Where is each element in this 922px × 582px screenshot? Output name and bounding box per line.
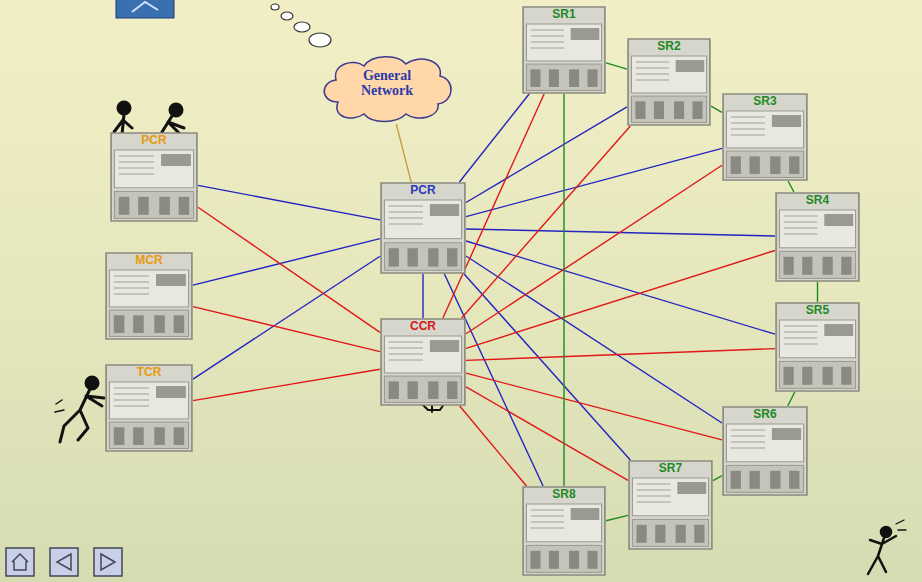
- link-line: [817, 282, 818, 302]
- link-line: [198, 207, 380, 332]
- node-label: SR4: [775, 192, 860, 207]
- control-room: TCR: [105, 364, 193, 452]
- link-line: [466, 256, 722, 423]
- node-label: SR2: [627, 38, 711, 53]
- node-label: SR5: [775, 302, 860, 317]
- link-line: [606, 63, 627, 69]
- node-label: PCR: [110, 132, 198, 147]
- station-router: SR1: [522, 6, 606, 94]
- network-cloud: General Network: [318, 52, 456, 124]
- link-line: [193, 369, 380, 400]
- link-line: [193, 256, 380, 379]
- logo-icon: [116, 0, 174, 18]
- link-line: [193, 307, 380, 352]
- node-label: SR6: [722, 406, 808, 421]
- station-router: SR4: [775, 192, 860, 282]
- cloud-label: General Network: [318, 52, 456, 99]
- link-line: [396, 124, 411, 182]
- link-line: [466, 241, 775, 334]
- station-router: SR3: [722, 93, 808, 181]
- backup-router: CCR: [380, 318, 466, 406]
- nav-buttons: [6, 548, 122, 576]
- station-router: SR5: [775, 302, 860, 392]
- node-label: TCR: [105, 364, 193, 379]
- logo-mark: [132, 2, 158, 12]
- link-line: [193, 239, 380, 285]
- node-label: SR7: [628, 460, 713, 475]
- link-line: [466, 387, 628, 481]
- link-line: [466, 373, 722, 440]
- node-label: SR1: [522, 6, 606, 21]
- link-line: [466, 250, 775, 348]
- waving-figure: [868, 520, 906, 574]
- link-line: [606, 515, 628, 520]
- control-room: MCR: [105, 252, 193, 340]
- station-router: SR8: [522, 486, 606, 576]
- link-line: [466, 107, 627, 203]
- link-line: [711, 106, 722, 112]
- station-router: SR6: [722, 406, 808, 496]
- node-label: SR3: [722, 93, 808, 108]
- link-line: [466, 349, 775, 361]
- link-line: [713, 476, 722, 481]
- link-line: [563, 94, 564, 486]
- control-room: PCR: [110, 132, 198, 222]
- link-line: [462, 126, 631, 318]
- node-label: CCR: [380, 318, 466, 333]
- node-label: PCR: [380, 182, 466, 197]
- link-line: [459, 94, 529, 182]
- link-line: [788, 181, 794, 192]
- link-line: [460, 406, 527, 486]
- station-router: SR7: [628, 460, 713, 550]
- primary-router: PCR: [380, 182, 466, 274]
- thought-bubbles: [271, 4, 331, 47]
- link-line: [198, 185, 380, 220]
- link-line: [464, 274, 630, 460]
- pushing-figure: [55, 377, 104, 442]
- link-line: [422, 274, 423, 318]
- node-label: MCR: [105, 252, 193, 267]
- station-router: SR2: [627, 38, 711, 126]
- node-label: SR8: [522, 486, 606, 501]
- link-line: [788, 392, 795, 406]
